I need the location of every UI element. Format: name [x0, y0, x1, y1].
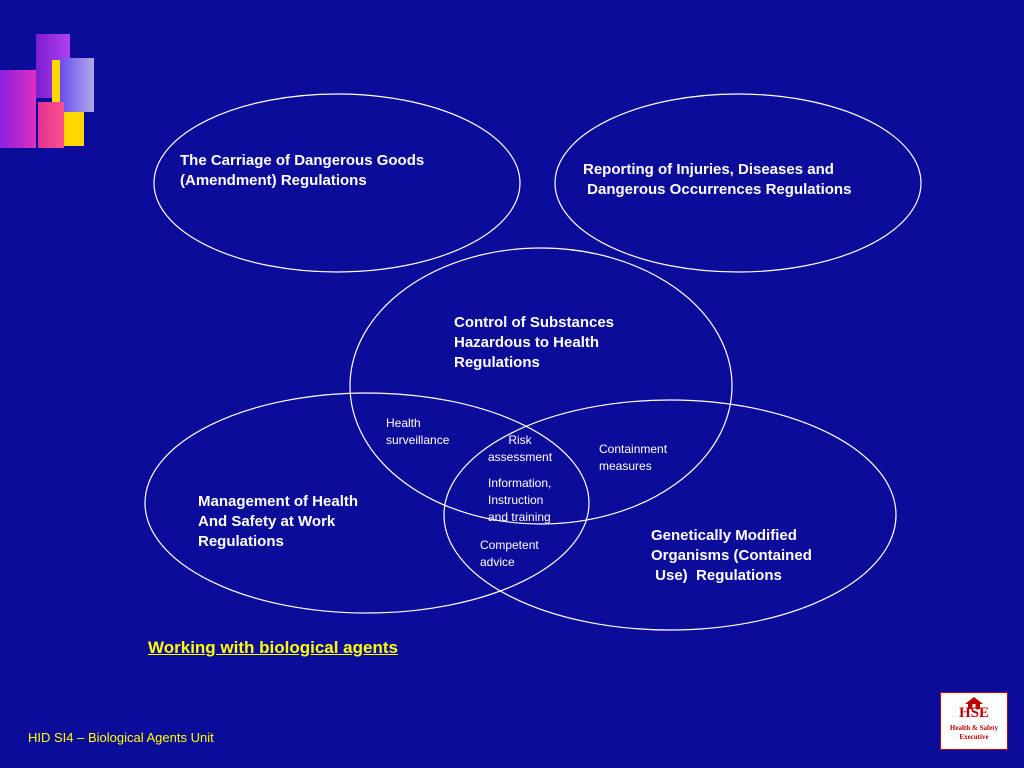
- set-label-coshh: Control of Substances Hazardous to Healt…: [454, 314, 615, 371]
- footer-text: HID SI4 – Biological Agents Unit: [28, 730, 214, 745]
- deco-square-pink: [38, 102, 64, 148]
- diagram-title: Working with biological agents: [148, 638, 398, 657]
- deco-square-magenta: [0, 70, 36, 148]
- ellipse-coshh: [349, 247, 733, 525]
- overlap-label-information: Information, Instruction and training: [488, 476, 552, 524]
- set-label-mhsw: Management of Health And Safety at Work …: [198, 493, 359, 550]
- ellipse-carriage: [153, 93, 521, 273]
- hse-logo: HSE Health & Safety Executive: [940, 692, 1008, 750]
- logo-abbrev: HSE: [958, 705, 989, 721]
- logo-line2: Executive: [959, 733, 989, 741]
- overlap-label-competent-advice: Competent advice: [480, 538, 539, 569]
- set-label-gmo: Genetically Modified Organisms (Containe…: [651, 527, 812, 584]
- overlap-label-risk-assessment: Risk assessment: [488, 433, 553, 464]
- ellipse-gmo: [443, 399, 897, 631]
- deco-square-violet: [60, 58, 94, 112]
- set-label-riddor: Reporting of Injuries, Diseases and Dang…: [583, 161, 852, 198]
- ellipse-mhsw: [144, 392, 590, 614]
- set-label-carriage: The Carriage of Dangerous Goods (Amendme…: [180, 152, 425, 189]
- house-icon: [965, 697, 983, 709]
- logo-line1: Health & Safety: [949, 724, 999, 732]
- ellipse-riddor: [554, 93, 922, 273]
- overlap-label-health-surveillance: Health surveillance: [386, 416, 450, 447]
- overlap-label-containment-measures: Containment measures: [599, 442, 668, 473]
